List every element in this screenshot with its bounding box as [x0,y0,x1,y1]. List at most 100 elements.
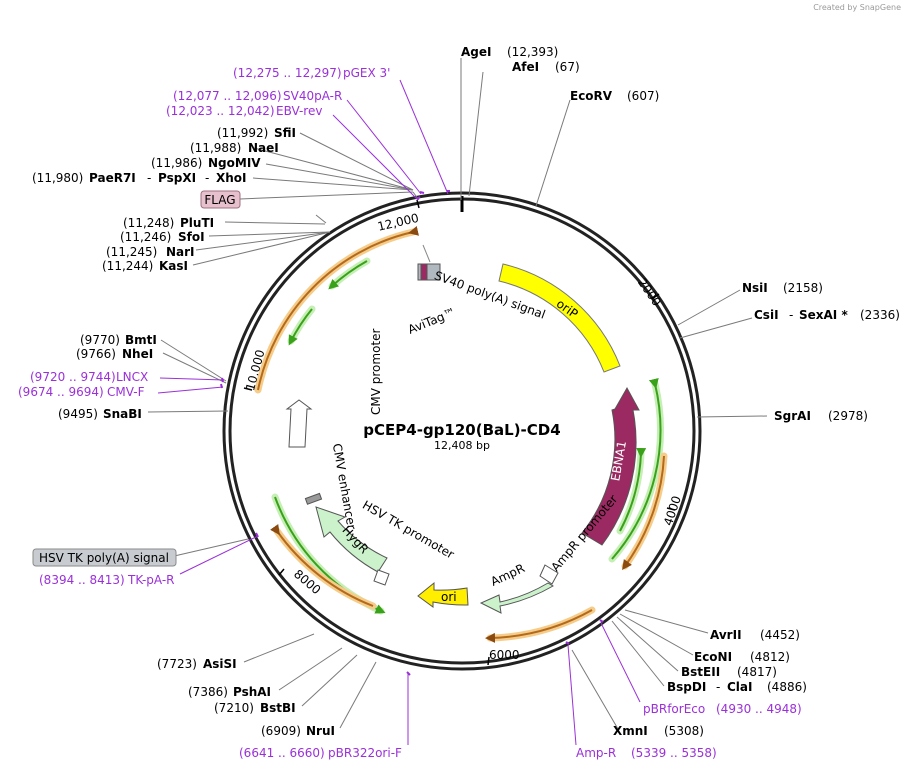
enzyme-naei-pos: (11,988) [190,141,241,155]
tick-6000: 6000 [489,648,520,662]
enzyme-bspdi-dash: - [716,680,720,694]
enzyme-xmni: XmnI [613,724,648,738]
enzyme-avrii: AvrII [710,628,742,642]
primer-pbr322-range: (6641 .. 6660) [239,746,325,760]
enzyme-bstbi-pos: (7210) [214,701,254,715]
enzyme-kasi: KasI [159,259,188,273]
enzyme-paer7i-dash: - [147,171,151,185]
tick-2000: 2000 [635,276,664,309]
enzyme-econi-pos: (4812) [750,650,790,664]
hsvtk-polya-label-box: HSV TK poly(A) signal [32,548,177,567]
primer-pbrforeco-range: (4930 .. 4948) [716,702,802,716]
orf-arcs [254,226,668,643]
ori-label: ori [441,590,457,604]
enzyme-bmti: BmtI [125,333,157,347]
enzyme-bmti-pos: (9770) [80,333,120,347]
primer-pgex3: pGEX 3' [343,66,390,80]
plasmid-name: pCEP4-gp120(BaL)-CD4 [363,421,560,439]
primer-pgex3-range: (12,275 .. 12,297) [233,66,342,80]
enzyme-nhei: NheI [122,347,153,361]
enzyme-nrui: NruI [306,724,335,738]
enzyme-xmni-pos: (5308) [664,724,704,738]
primer-leader-lines [157,79,641,746]
ampr-promoter-feature [539,564,559,585]
primer-cmvf: CMV-F [107,385,145,399]
enzyme-nari: NarI [166,245,195,259]
enzyme-bspdi: BspDI [667,680,706,694]
hygr-feature [315,506,388,573]
ebna1-feature [581,386,640,546]
enzyme-asisi-pos: (7723) [157,657,197,671]
enzyme-nsii-pos: (2158) [783,281,823,295]
primer-tkpar-range: (8394 .. 8413) [39,573,125,587]
enzyme-sgrai: SgrAI [774,409,811,423]
ori-feature [417,581,469,608]
primer-marks [220,190,604,676]
primer-cmvf-range: (9674 .. 9694) [18,385,104,399]
flag-label-box: FLAG [200,190,241,209]
hsvtk-promoter-feature [373,569,390,586]
primer-ebvrev: EBV-rev [276,104,322,118]
enzyme-sfii-pos: (11,992) [217,126,268,140]
enzyme-snabi-pos: (9495) [58,407,98,421]
ampr-label: AmpR [488,561,526,589]
enzyme-ngomiv-pos: (11,986) [151,156,202,170]
enzyme-naei: NaeI [248,141,279,155]
enzyme-paer7i-pos: (11,980) [32,171,83,185]
primer-ampr: Amp-R [576,746,616,760]
enzyme-ecorv-pos: (607) [627,89,659,103]
enzyme-nhei-pos: (9766) [76,347,116,361]
small-feature-box [304,492,323,505]
enzyme-asisi: AsiSI [203,657,237,671]
enzyme-pspxi: PspXI [158,171,196,185]
enzyme-paer7i: PaeR7I [89,171,136,185]
primer-ampr-range: (5339 .. 5358) [631,746,717,760]
sv40-leader [422,244,431,263]
enzyme-agei-pos: (12,393) [507,45,558,59]
enzyme-paer7i-dash2: - [205,171,209,185]
enzyme-ngomiv: NgoMIV [208,156,261,170]
svg-text:FLAG: FLAG [204,193,235,207]
enzyme-pshai: PshAI [233,685,271,699]
enzyme-pshai-pos: (7386) [188,685,228,699]
enzyme-avrii-pos: (4452) [760,628,800,642]
enzyme-csii: CsiI [754,308,779,322]
enzyme-bspdi-pos: (4886) [767,680,807,694]
primer-sv40par-range: (12,077 .. 12,096) [173,89,282,103]
enzyme-leader-lines [147,58,768,730]
primer-tkpar: TK-pA-R [127,573,175,587]
enzyme-econi: EcoNI [694,650,732,664]
enzyme-clai: ClaI [727,680,752,694]
enzyme-kasi-pos: (11,244) [102,259,153,273]
enzyme-bsteii: BstEII [681,665,720,679]
enzyme-sgrai-pos: (2978) [828,409,868,423]
enzyme-sfii: SfiI [274,126,296,140]
avitag-feature [420,263,428,281]
enzyme-ecorv: EcoRV [570,89,613,103]
cmv-enhancer-feature [285,399,313,448]
enzyme-sfoi-pos: (11,246) [120,230,171,244]
enzyme-sfoi: SfoI [178,230,205,244]
enzyme-pluti-pos: (11,248) [123,216,174,230]
snapgene-credit: Created by SnapGene [813,3,901,12]
enzyme-bstbi: BstBI [260,701,296,715]
svg-text:HSV TK poly(A) signal: HSV TK poly(A) signal [39,551,169,565]
primer-sv40par: SV40pA-R [283,89,342,103]
enzyme-afei: AfeI [512,60,539,74]
enzyme-nari-pos: (11,245) [106,245,157,259]
enzyme-sexai: SexAI * [799,308,848,322]
ampr-feature [479,582,554,614]
enzyme-agei: AgeI [461,45,491,59]
primer-ebvrev-range: (12,023 .. 12,042) [166,104,275,118]
enzyme-snabi: SnaBI [103,407,142,421]
plasmid-length: 12,408 bp [434,439,490,452]
ebna1-label: EBNA1 [608,440,629,482]
avitag-label: AviTag™ [406,305,458,337]
primer-pbrforeco: pBRforEco [643,702,705,716]
primer-lncx: LNCX [116,370,148,384]
enzyme-bsteii-pos: (4817) [737,665,777,679]
enzyme-nsii: NsiI [742,281,768,295]
enzyme-xhoi: XhoI [216,171,247,185]
orip-feature [498,263,621,373]
